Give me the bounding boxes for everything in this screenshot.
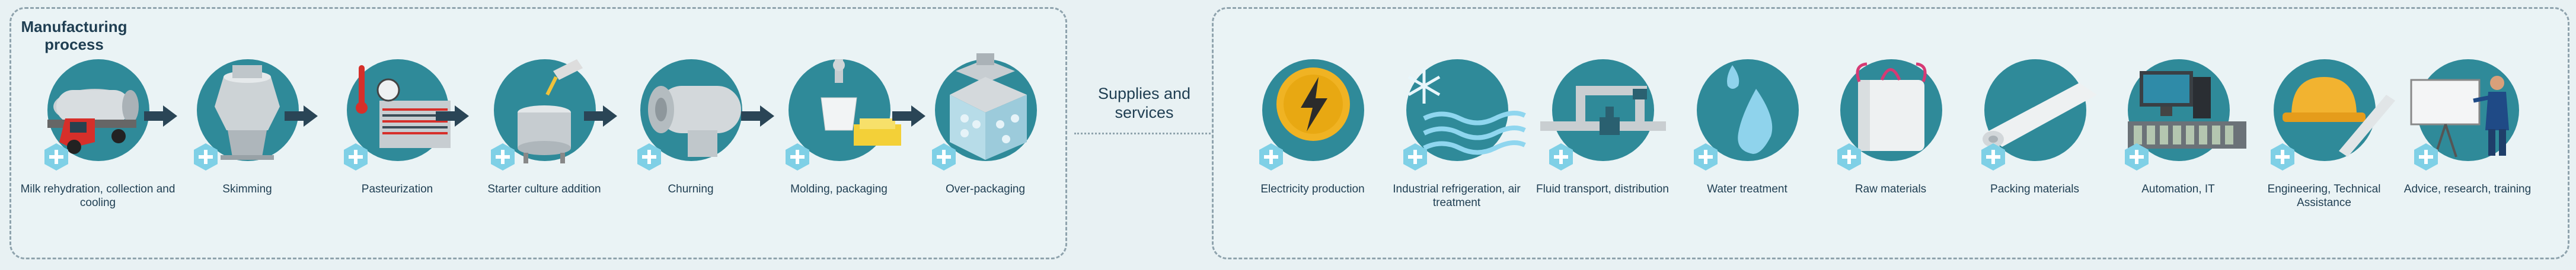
presenter-board-icon xyxy=(2410,76,2509,158)
flow-arrow-icon xyxy=(584,105,617,127)
step-label: Fluid transport, distribution xyxy=(1536,183,1669,195)
flow-arrow-icon xyxy=(436,105,469,127)
culture-tank-icon xyxy=(518,59,583,163)
water-drops-icon xyxy=(1727,65,1773,154)
step-label: Molding, packaging xyxy=(790,183,888,195)
plus-hexagon-icon[interactable] xyxy=(2411,142,2441,172)
plus-hexagon-icon[interactable] xyxy=(341,142,371,172)
step-label: Skimming xyxy=(222,183,272,195)
step-label: Over-packaging xyxy=(945,183,1026,195)
plus-hexagon-icon[interactable] xyxy=(1400,142,1430,172)
milk-tanker-truck-icon xyxy=(47,89,139,154)
step-label: Milk rehydration, collection and cooling xyxy=(20,183,175,209)
big-bag-icon xyxy=(1856,62,1927,151)
step-label: Industrial refrigeration, air treatment xyxy=(1393,183,1521,209)
film-roll-icon xyxy=(1983,83,2097,147)
pallet-packaging-icon xyxy=(950,53,1027,160)
plus-hexagon-icon[interactable] xyxy=(1256,142,1286,172)
plus-hexagon-icon[interactable] xyxy=(1834,142,1864,172)
flow-arrow-icon xyxy=(285,105,318,127)
plus-hexagon-icon[interactable] xyxy=(783,142,812,172)
lightning-bolt-icon xyxy=(1276,68,1350,141)
plus-hexagon-icon[interactable] xyxy=(1546,142,1576,172)
plus-hexagon-icon[interactable] xyxy=(1978,142,2008,172)
plus-hexagon-icon[interactable] xyxy=(42,142,71,172)
plus-hexagon-icon[interactable] xyxy=(191,142,221,172)
plus-hexagon-icon[interactable] xyxy=(929,142,959,172)
step-label: Automation, IT xyxy=(2141,183,2215,195)
step-label: Churning xyxy=(668,183,714,195)
plus-hexagon-icon[interactable] xyxy=(488,142,518,172)
step-label: Raw materials xyxy=(1854,183,1927,195)
computer-automation-icon xyxy=(2128,71,2246,149)
butter-mold-icon xyxy=(821,59,901,146)
manufacturing-title: Manufacturing process xyxy=(21,18,127,53)
hard-hat-icon xyxy=(2283,77,2395,157)
plus-hexagon-icon[interactable] xyxy=(1691,142,1720,172)
supplies-title: Supplies and services xyxy=(1097,85,1191,121)
plus-hexagon-icon[interactable] xyxy=(634,142,664,172)
flow-arrow-icon xyxy=(741,105,774,127)
plus-hexagon-icon[interactable] xyxy=(2122,142,2152,172)
butter-churn-icon xyxy=(648,86,741,157)
pasteurizer-thermometer-icon xyxy=(356,65,451,148)
step-label: Advice, research, training xyxy=(2403,183,2532,195)
flow-arrow-icon xyxy=(892,105,925,127)
plus-hexagon-icon[interactable] xyxy=(2268,142,2297,172)
step-label: Pasteurization xyxy=(361,183,433,195)
section-connector xyxy=(1074,133,1211,134)
pipes-valve-icon xyxy=(1540,86,1666,135)
step-label: Packing materials xyxy=(1990,183,2079,195)
step-label: Water treatment xyxy=(1707,183,1787,195)
step-label: Starter culture addition xyxy=(487,183,601,195)
snowflake-air-icon xyxy=(1407,68,1526,155)
flow-arrow-icon xyxy=(144,105,177,127)
step-label: Engineering, Technical Assistance xyxy=(2267,183,2381,209)
step-label: Electricity production xyxy=(1260,183,1365,195)
separator-centrifuge-icon xyxy=(215,65,280,160)
